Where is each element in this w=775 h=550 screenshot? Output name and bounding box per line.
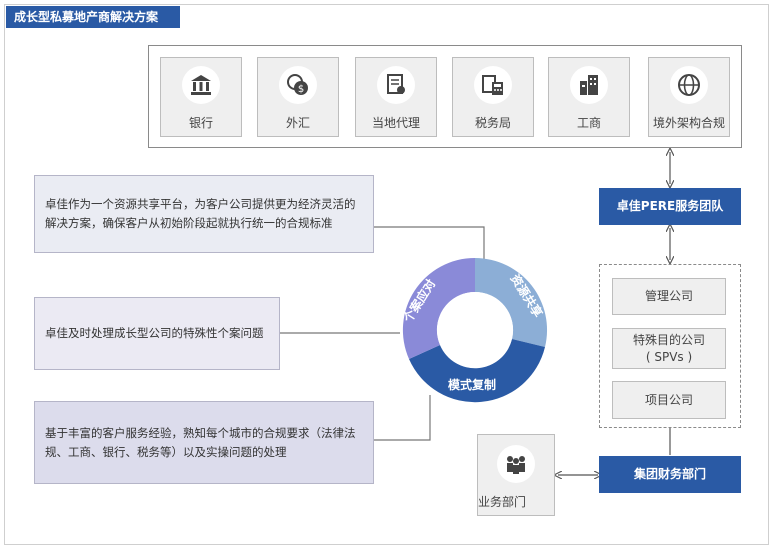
currency-exchange-icon: $ <box>279 66 317 104</box>
institution-label: 银行 <box>188 116 213 130</box>
line-desc3-ring <box>374 395 431 441</box>
line-desc1-ring <box>374 226 485 262</box>
institution-card-bank: 银行 <box>160 57 242 137</box>
bank-icon <box>182 66 220 104</box>
description-box-1: 卓佳作为一个资源共享平台，为客户公司提供更为经济灵活的解决方案，确保客户从初始阶… <box>34 175 374 253</box>
svg-text:$: $ <box>298 84 304 95</box>
entity-label-sub: ( SPVs ) <box>645 349 693 364</box>
description-text: 基于丰富的客户服务经验，熟知每个城市的合规要求（法律法规、工商、银行、税务等）以… <box>45 425 356 459</box>
institutions-panel <box>148 45 742 148</box>
ring-label-replicate: 模式复制 <box>448 377 496 392</box>
description-box-3: 基于丰富的客户服务经验，熟知每个城市的合规要求（法律法规、工商、银行、税务等）以… <box>34 401 374 484</box>
tax-calculator-icon <box>474 66 512 104</box>
institution-card-commerce: 工商 <box>548 57 630 137</box>
entity-label: 管理公司 <box>644 289 693 303</box>
institution-card-forex: $ 外汇 <box>257 57 339 137</box>
institution-card-tax: 税务局 <box>452 57 534 137</box>
institution-label: 税务局 <box>474 116 511 130</box>
entity-label: 项目公司 <box>644 392 693 407</box>
entity-label: 特殊目的公司 <box>632 332 705 347</box>
business-dept-card: 业务部门 <box>477 434 555 516</box>
entity-project-company: 项目公司 <box>612 381 726 419</box>
entities-group <box>599 264 741 428</box>
globe-icon <box>670 66 708 104</box>
description-text: 卓佳作为一个资源共享平台，为客户公司提供更为经济灵活的解决方案，确保客户从初始阶… <box>45 197 356 230</box>
institution-label: 外汇 <box>285 116 310 130</box>
process-ring <box>402 257 548 403</box>
institution-card-compliance: 境外架构合规 <box>648 57 730 137</box>
business-dept-label: 业务部门 <box>478 495 527 509</box>
entity-spv: 特殊目的公司 ( SPVs ) <box>612 328 726 369</box>
finance-dept-box: 集团财务部门 <box>599 456 741 493</box>
office-buildings-icon <box>570 66 608 104</box>
pere-team-box: 卓佳PERE服务团队 <box>599 188 741 225</box>
ring-segment-case <box>402 257 475 359</box>
page-title: 成长型私募地产商解决方案 <box>6 6 180 28</box>
entity-management-company: 管理公司 <box>612 278 726 315</box>
description-box-2: 卓佳及时处理成长型公司的特殊性个案问题 <box>34 297 280 370</box>
institution-label: 工商 <box>576 116 601 130</box>
ring-segment-share <box>475 258 548 347</box>
certificate-icon <box>377 66 415 104</box>
institution-label: 境外架构合规 <box>652 116 725 130</box>
ring-segment-replicate <box>409 339 545 403</box>
description-text: 卓佳及时处理成长型公司的特殊性个案问题 <box>45 326 264 340</box>
institution-card-agent: 当地代理 <box>355 57 437 137</box>
institution-label: 当地代理 <box>371 116 420 130</box>
team-people-icon <box>497 445 535 483</box>
